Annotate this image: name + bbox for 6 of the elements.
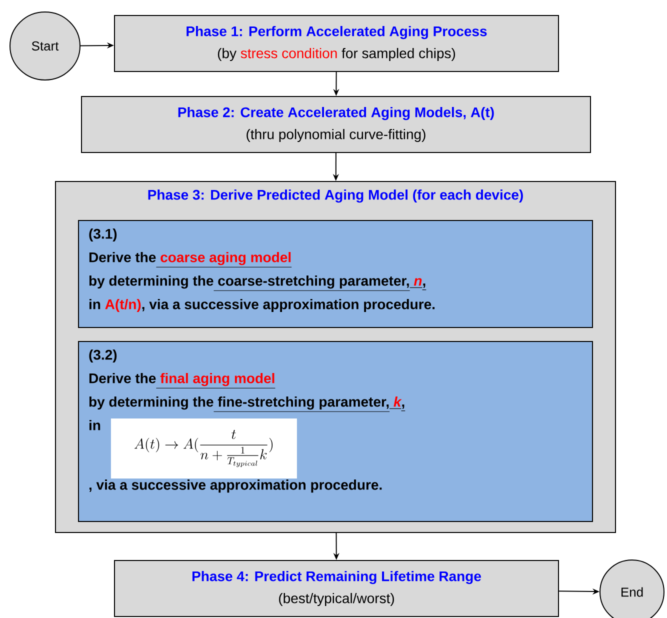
step-box: (3.1) Derive the coarse aging model by determining the coarse-stretching parameter, n, in A(t/n), via a successive approximation procedure. [78, 220, 593, 328]
formula-box: $A(t) \rightarrow A(\frac{t}{n+\frac{1}{T_{typical}}k})$ [110, 418, 297, 479]
process-box: Phase 4: Predict Remaining Lifetime Range (best/typical/worst) [114, 560, 559, 617]
process-box: Phase 2: Create Accelerated Aging Models, A(t) (thru polynomial curve-fitting) [81, 96, 591, 153]
step-box: (3.2) Derive the final aging model by determining the fine-stretching parameter, k, in $A(t) \rightarrow A(\frac{t}{n+\frac{1}{T_{typical}}k})$ , via a successive approximation procedure. [78, 341, 593, 522]
process-box: Phase 1: Perform Accelerated Aging Process (by stress condition for sampled chips) [114, 15, 559, 72]
